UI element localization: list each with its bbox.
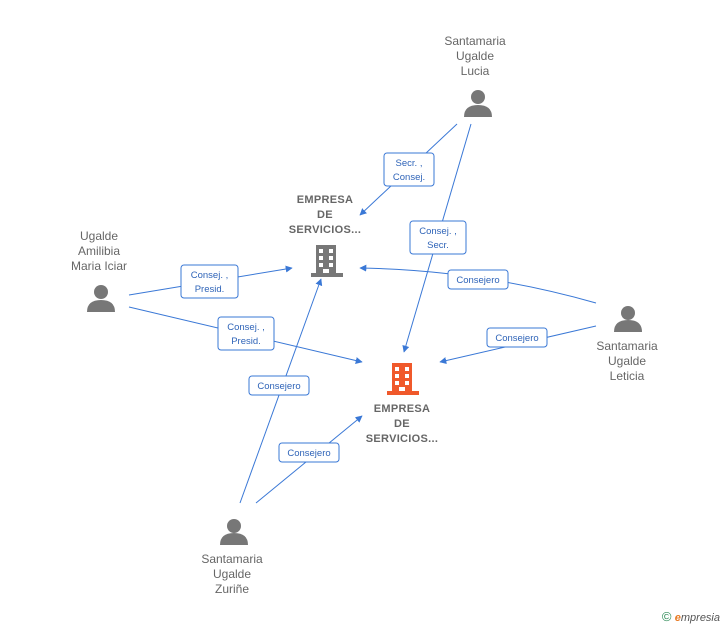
edge-label-line: Consejero (456, 275, 499, 286)
building-icon (387, 363, 419, 395)
person-icon (220, 519, 248, 545)
company-label-line: SERVICIOS... (289, 224, 361, 236)
edge-label-iciar-top[interactable]: Consej. , Presid. (180, 264, 239, 299)
edge-label-line: Secr. , (396, 158, 423, 169)
company-node-main[interactable]: EMPRESA DE SERVICIOS... (366, 363, 438, 445)
person-node-zurine[interactable]: Santamaria Ugalde Zuriñe (201, 519, 263, 596)
person-label-line: Santamaria (596, 339, 658, 353)
person-label-line: Ugalde (80, 229, 118, 243)
person-label-line: Santamaria (201, 552, 263, 566)
person-label-line: Leticia (610, 369, 645, 383)
company-label-line: EMPRESA (297, 194, 354, 206)
edge-label-leticia-main[interactable]: Consejero (486, 327, 548, 348)
edge-label-line: Consej. (393, 172, 425, 183)
company-label-line: EMPRESA (374, 403, 431, 415)
edge-label-iciar-main[interactable]: Consej. , Presid. (217, 316, 275, 351)
edge-lines (128, 123, 597, 504)
company-node-top[interactable]: EMPRESA DE SERVICIOS... (289, 194, 361, 277)
person-label-line: Ugalde (608, 354, 646, 368)
person-label-line: Ugalde (213, 567, 251, 581)
edge-label-line: Presid. (195, 284, 225, 295)
person-label-line: Maria Iciar (71, 259, 127, 273)
person-node-leticia[interactable]: Santamaria Ugalde Leticia (596, 306, 658, 383)
edge-label-line: Secr. (427, 240, 449, 251)
edge-label-line: Presid. (231, 336, 261, 347)
copyright-symbol: © (661, 609, 672, 624)
edge-label-lucia-main[interactable]: Consej. , Secr. (409, 220, 467, 255)
edge-label-line: Consejero (287, 448, 330, 459)
edge-label-line: Consejero (495, 333, 538, 344)
edge-label-line: Consejero (257, 381, 300, 392)
person-icon (464, 90, 492, 117)
edge-label-line: Consej. , (191, 270, 229, 281)
edge-label-line: Consej. , (419, 226, 457, 237)
brand-initial: e (674, 612, 681, 624)
copyright-footer: © empresia (662, 609, 720, 624)
person-label-line: Ugalde (456, 49, 494, 63)
edge-label-lucia-top[interactable]: Secr. , Consej. (383, 152, 435, 187)
edge-label-zurine-top[interactable]: Consejero (248, 375, 310, 396)
edge-label-zurine-main[interactable]: Consejero (278, 442, 340, 463)
person-label-line: Zuriñe (215, 582, 249, 596)
company-label-line: DE (394, 418, 410, 430)
building-icon (311, 245, 343, 277)
person-node-lucia[interactable]: Santamaria Ugalde Lucia (444, 34, 506, 117)
person-label-line: Amilibia (78, 244, 120, 258)
company-label-line: DE (317, 209, 333, 221)
person-icon (87, 285, 115, 312)
person-icon (614, 306, 642, 332)
person-label-line: Lucia (461, 64, 490, 78)
brand-logo[interactable]: empresia (675, 612, 720, 624)
company-label-line: SERVICIOS... (366, 433, 438, 445)
edge-label-leticia-top[interactable]: Consejero (447, 269, 509, 290)
edge-label-line: Consej. , (227, 322, 265, 333)
brand-name: mpresia (680, 612, 720, 624)
person-node-iciar[interactable]: Ugalde Amilibia Maria Iciar (71, 229, 127, 312)
person-label-line: Santamaria (444, 34, 506, 48)
